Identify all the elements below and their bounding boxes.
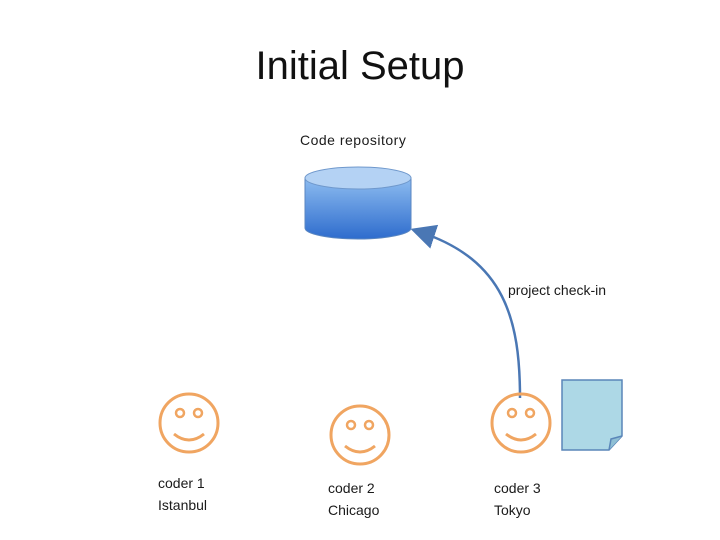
checkin-arrow xyxy=(410,224,522,399)
repository-label: Code repository xyxy=(300,132,407,148)
smiley-face-icon xyxy=(329,404,391,466)
slide-title: Initial Setup xyxy=(255,44,465,88)
document-icon xyxy=(561,379,623,451)
coder-city: Tokyo xyxy=(494,502,531,518)
coder-name: coder 3 xyxy=(494,480,541,496)
coder-label: coder 3 Tokyo xyxy=(494,477,584,521)
coder-city: Chicago xyxy=(328,502,380,518)
smiley-face-icon xyxy=(490,392,552,454)
smiley-face-icon xyxy=(158,392,220,454)
coder-name: coder 1 xyxy=(158,475,205,491)
coder-label: coder 2 Chicago xyxy=(328,477,418,521)
checkin-label: project check-in xyxy=(508,282,607,298)
database-icon xyxy=(304,166,412,240)
coder-label: coder 1 Istanbul xyxy=(158,472,248,516)
coder-city: Istanbul xyxy=(158,497,208,513)
coder-name: coder 2 xyxy=(328,480,375,496)
